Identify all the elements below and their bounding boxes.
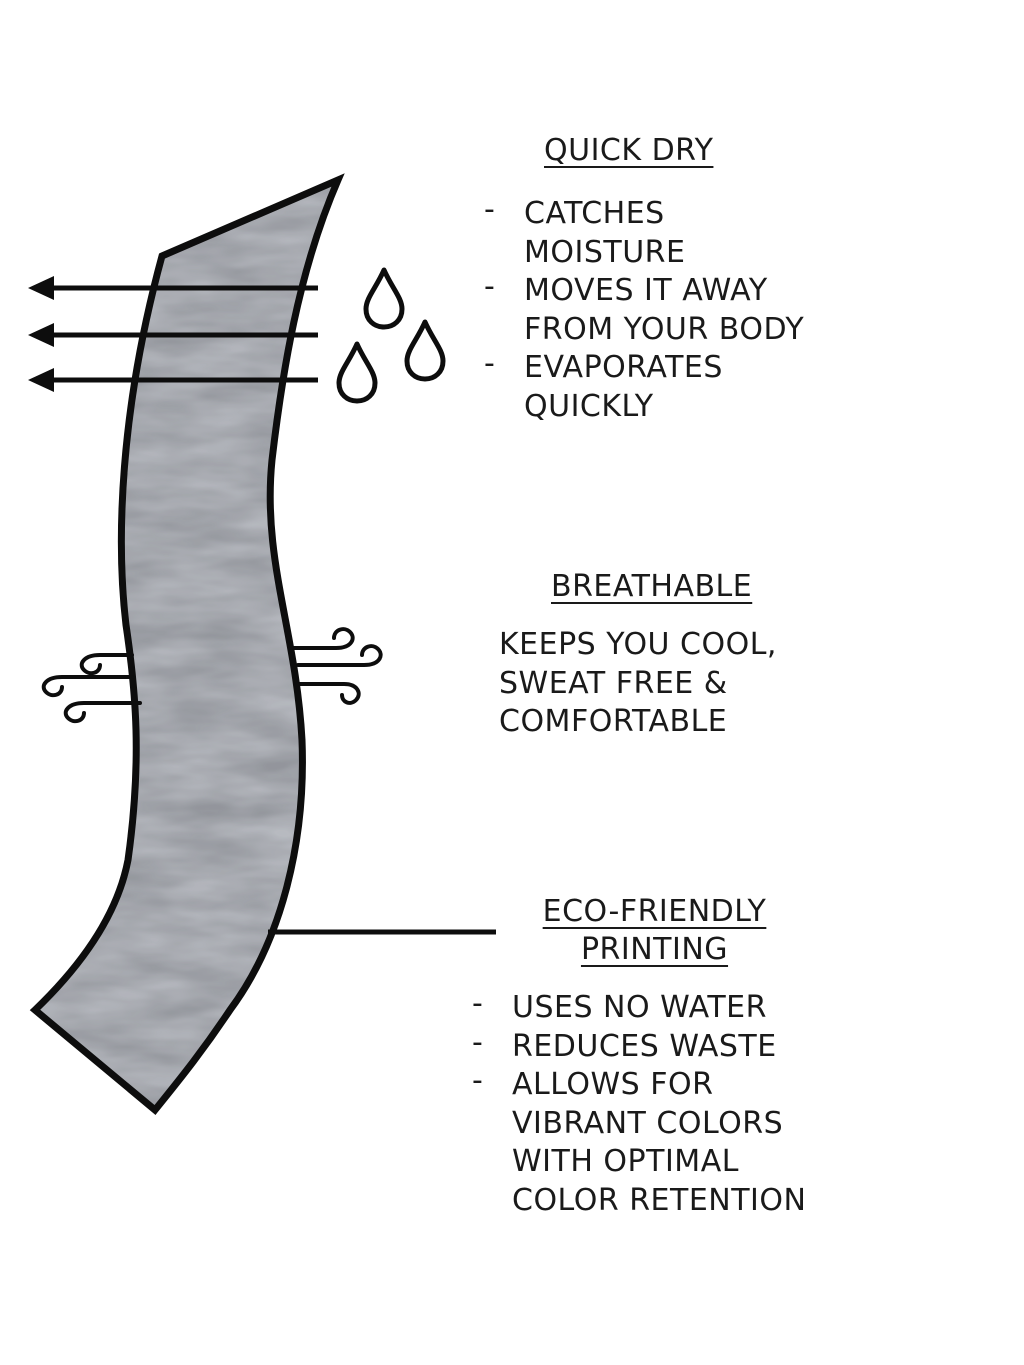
quick-dry-list: CATCHES MOISTURE MOVES IT AWAY FROM YOUR… [484, 191, 804, 427]
eco-friendly-list: USES NO WATER REDUCES WASTE ALLOWS FOR V… [472, 985, 806, 1221]
breathable-description: KEEPS YOU COOL, SWEAT FREE & COMFORTABLE [499, 627, 777, 739]
quick-dry-bullet: MOVES IT AWAY FROM YOUR BODY [484, 268, 804, 349]
left-arrow-icon [28, 276, 318, 300]
left-arrow-icon [28, 323, 318, 347]
water-drop-icon [404, 319, 446, 382]
eco-friendly-bullet: ALLOWS FOR VIBRANT COLORS WITH OPTIMAL C… [472, 1062, 806, 1220]
quick-dry-bullet: EVAPORATES QUICKLY [484, 345, 804, 426]
eco-friendly-bullet: REDUCES WASTE [472, 1024, 806, 1067]
fabric-outline [29, 173, 345, 1115]
breathable-title: BREATHABLE [551, 569, 753, 604]
quick-dry-title: QUICK DRY [544, 133, 714, 168]
eco-friendly-bullet: USES NO WATER [472, 985, 806, 1028]
quick-dry-bullet: CATCHES MOISTURE [484, 191, 804, 272]
water-drop-icon [336, 341, 378, 404]
wind-icon [41, 627, 383, 724]
eco-friendly-title: ECO-FRIENDLY PRINTING [542, 894, 767, 967]
water-drop-icon [363, 267, 405, 330]
left-arrow-icon [28, 368, 318, 392]
